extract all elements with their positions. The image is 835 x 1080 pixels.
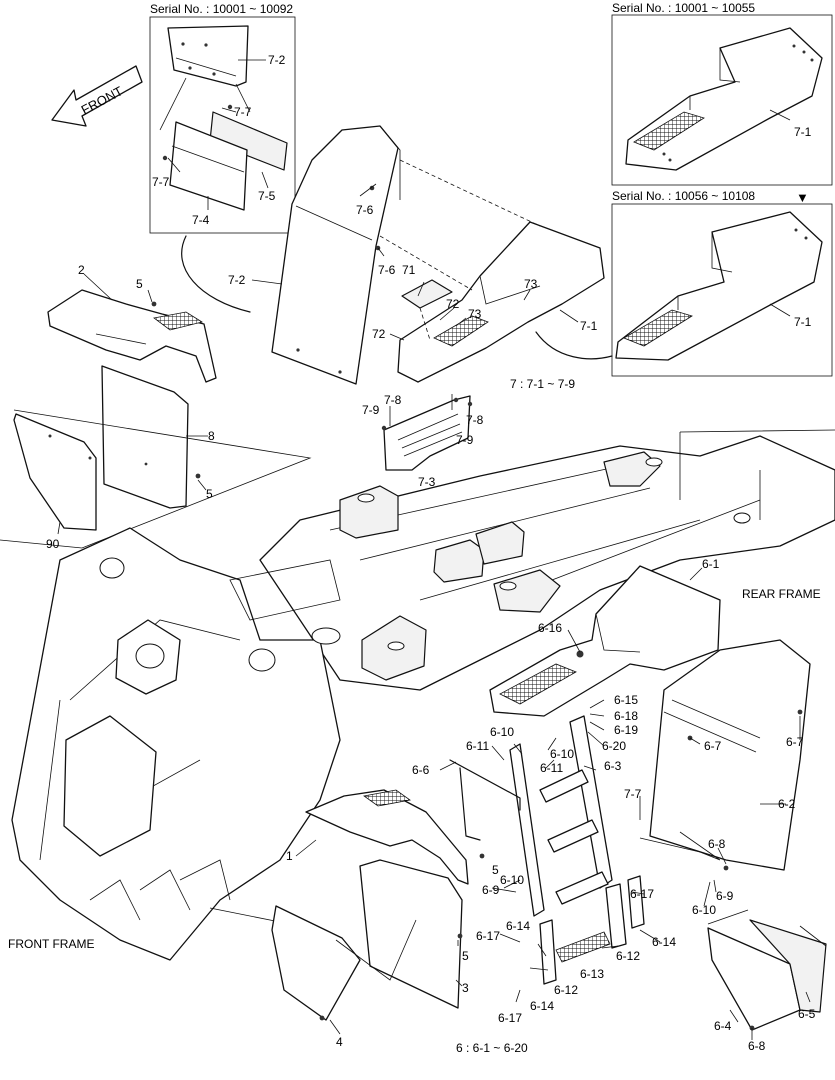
callout-7-8-a: 7-8 [384,393,402,407]
callout-6-7-b: 6-7 [786,735,804,749]
callout-labels: 7-2 7-7 7-7 7-5 7-4 7-1 7-1 7-1 7-6 7-6 … [8,53,821,1055]
callout-7-7-main: 7-7 [624,787,642,801]
callout-6-10-a: 6-10 [490,725,514,739]
callout-6-8-b: 6-8 [748,1039,766,1053]
front-frame-label: FRONT FRAME [8,937,94,951]
callout-7-2-main: 7-2 [228,273,246,287]
group-6-assembly [449,565,827,1031]
callout-3: 3 [462,981,469,995]
callout-6-7-a: 6-7 [704,739,722,753]
callout-7-3: 7-3 [418,475,436,489]
callout-1: 1 [286,849,293,863]
callout-7-7-a: 7-7 [234,105,252,119]
callout-7-4: 7-4 [192,213,210,227]
callout-6-6: 6-6 [412,763,430,777]
callout-73-b: 73 [524,277,538,291]
callout-7-1-main: 7-1 [580,319,598,333]
callout-6-19: 6-19 [614,723,638,737]
inset-box-serial-b: Serial No. : 10001 ~ 10055 [611,1,833,186]
inset-box-serial-a: Serial No. : 10001 ~ 10092 [149,2,296,234]
callout-6-17-a: 6-17 [630,887,654,901]
inset-box-serial-c: Serial No. : 10056 ~ 10108 [611,189,833,377]
front-direction-arrow: FRONT [51,65,143,127]
callout-7-7-b: 7-7 [152,175,170,189]
callout-6-14-a: 6-14 [506,919,530,933]
callout-6-12-a: 6-12 [616,949,640,963]
group-6-note: 6 : 6-1 ~ 6-20 [456,1041,528,1055]
callout-6-13: 6-13 [580,967,604,981]
callout-6-18: 6-18 [614,709,638,723]
callout-7-5: 7-5 [258,189,276,203]
callout-8: 8 [208,429,215,443]
callout-6-3: 6-3 [604,759,622,773]
callout-7-2-inset: 7-2 [268,53,286,67]
callout-71: 71 [402,263,416,277]
callout-7-9-b: 7-9 [456,433,474,447]
serial-label-c: Serial No. : 10056 ~ 10108 [612,189,755,203]
callout-72-b: 72 [372,327,386,341]
callout-6-9-a: 6-9 [716,889,734,903]
callout-7-6-a: 7-6 [356,203,374,217]
left-fender-group [0,289,312,549]
callout-5-c: 5 [492,863,499,877]
callout-6-11-b: 6-11 [540,761,563,775]
callout-6-17-b: 6-17 [476,929,500,943]
callout-6-12-b: 6-12 [554,983,578,997]
callout-4: 4 [336,1035,343,1049]
rear-frame-label: REAR FRAME [742,587,821,601]
callout-5-a: 5 [136,277,143,291]
callout-6-17-c: 6-17 [498,1011,522,1025]
callout-6-11-a: 6-11 [466,739,489,753]
callout-5-b: 5 [206,487,213,501]
callout-7-6-b: 7-6 [378,263,396,277]
callout-6-1: 6-1 [702,557,720,571]
callout-90: 90 [46,537,60,551]
leader-lines [57,59,811,1040]
callout-6-4: 6-4 [714,1019,732,1033]
callout-6-14-c: 6-14 [530,999,554,1013]
callout-6-5: 6-5 [798,1007,816,1021]
group-7-note: 7 : 7-1 ~ 7-9 [510,377,575,391]
callout-7-1-c: 7-1 [794,315,812,329]
callout-6-16: 6-16 [538,621,562,635]
callout-6-2: 6-2 [778,797,796,811]
callout-7-9-a: 7-9 [362,403,380,417]
callout-6-8-a: 6-8 [708,837,726,851]
callout-7-1-b: 7-1 [794,125,812,139]
serial-arrow-marker: ▼ [796,190,809,205]
callout-2: 2 [78,263,85,277]
group-7-assembly [271,125,605,471]
callout-6-10-d: 6-10 [500,873,524,887]
callout-6-9-b: 6-9 [482,883,500,897]
callout-72-a: 72 [446,297,460,311]
callout-6-10-b: 6-10 [550,747,574,761]
callout-6-20: 6-20 [602,739,626,753]
main-frame [11,429,835,961]
callout-7-8-b: 7-8 [466,413,484,427]
serial-label-b: Serial No. : 10001 ~ 10055 [612,1,755,15]
callout-6-10-c: 6-10 [692,903,716,917]
callout-5-d: 5 [462,949,469,963]
callout-6-14-b: 6-14 [652,935,676,949]
bottom-fender-group [271,789,485,1021]
callout-6-15: 6-15 [614,693,638,707]
callout-73-a: 73 [468,307,482,321]
serial-label-a: Serial No. : 10001 ~ 10092 [150,2,293,16]
